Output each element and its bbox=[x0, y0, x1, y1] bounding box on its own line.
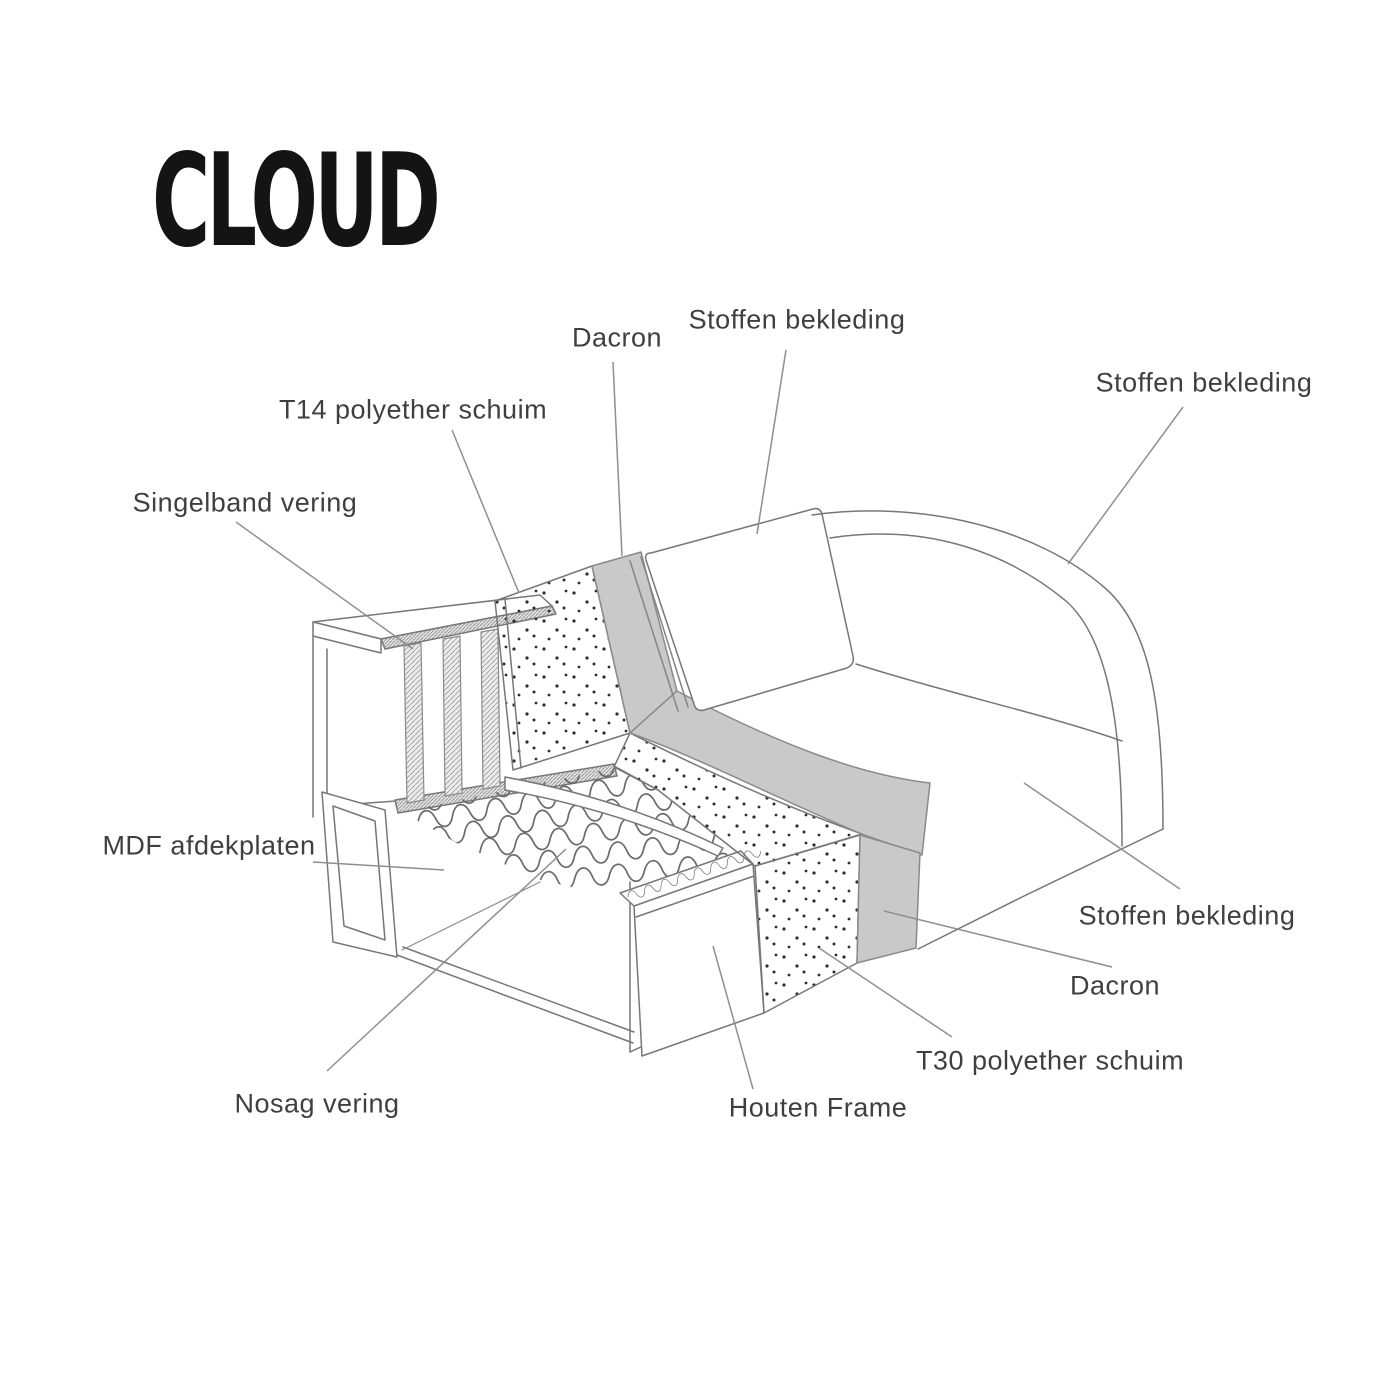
singelband-straps bbox=[403, 628, 501, 804]
label-stoffen-top: Stoffen bekleding bbox=[688, 304, 906, 335]
label-t30-foam: T30 polyether schuim bbox=[915, 1045, 1185, 1076]
leader-houten-frame bbox=[712, 945, 754, 1090]
leader-t14-foam bbox=[451, 429, 520, 594]
outer-fabric-cover bbox=[811, 510, 1164, 950]
leader-dacron-top bbox=[612, 361, 623, 557]
curved-front-rail bbox=[504, 776, 724, 857]
leader-stoffen-right-top bbox=[1067, 406, 1184, 565]
label-stoffen-right-mid: Stoffen bekleding bbox=[1078, 900, 1296, 931]
back-cushion bbox=[629, 507, 855, 712]
label-mdf: MDF afdekplaten bbox=[102, 830, 316, 861]
dacron-seat-band bbox=[629, 690, 931, 856]
label-dacron-top: Dacron bbox=[571, 322, 663, 353]
dacron-front-face bbox=[856, 834, 921, 964]
leader-nosag bbox=[326, 848, 567, 1072]
leader-stoffen-top bbox=[756, 349, 787, 535]
label-dacron-right: Dacron bbox=[1069, 970, 1161, 1001]
label-t14-foam: T14 polyether schuim bbox=[278, 394, 548, 425]
leader-mdf bbox=[312, 861, 445, 871]
label-nosag: Nosag vering bbox=[234, 1088, 400, 1119]
leader-singelband bbox=[235, 521, 414, 650]
page-title: CLOUD bbox=[152, 127, 441, 276]
leader-dacron-right bbox=[883, 910, 1113, 968]
label-singelband: Singelband vering bbox=[132, 487, 358, 518]
leader-lines bbox=[235, 349, 1184, 1090]
frame-front-block bbox=[619, 846, 765, 1057]
leader-t30-foam bbox=[818, 947, 953, 1038]
label-stoffen-right-top: Stoffen bekleding bbox=[1095, 367, 1313, 398]
label-houten-frame: Houten Frame bbox=[728, 1092, 908, 1123]
t30-foam-front-face bbox=[754, 834, 861, 1014]
mdf-side-panel bbox=[321, 791, 398, 958]
leader-stoffen-right-mid bbox=[1023, 782, 1181, 890]
